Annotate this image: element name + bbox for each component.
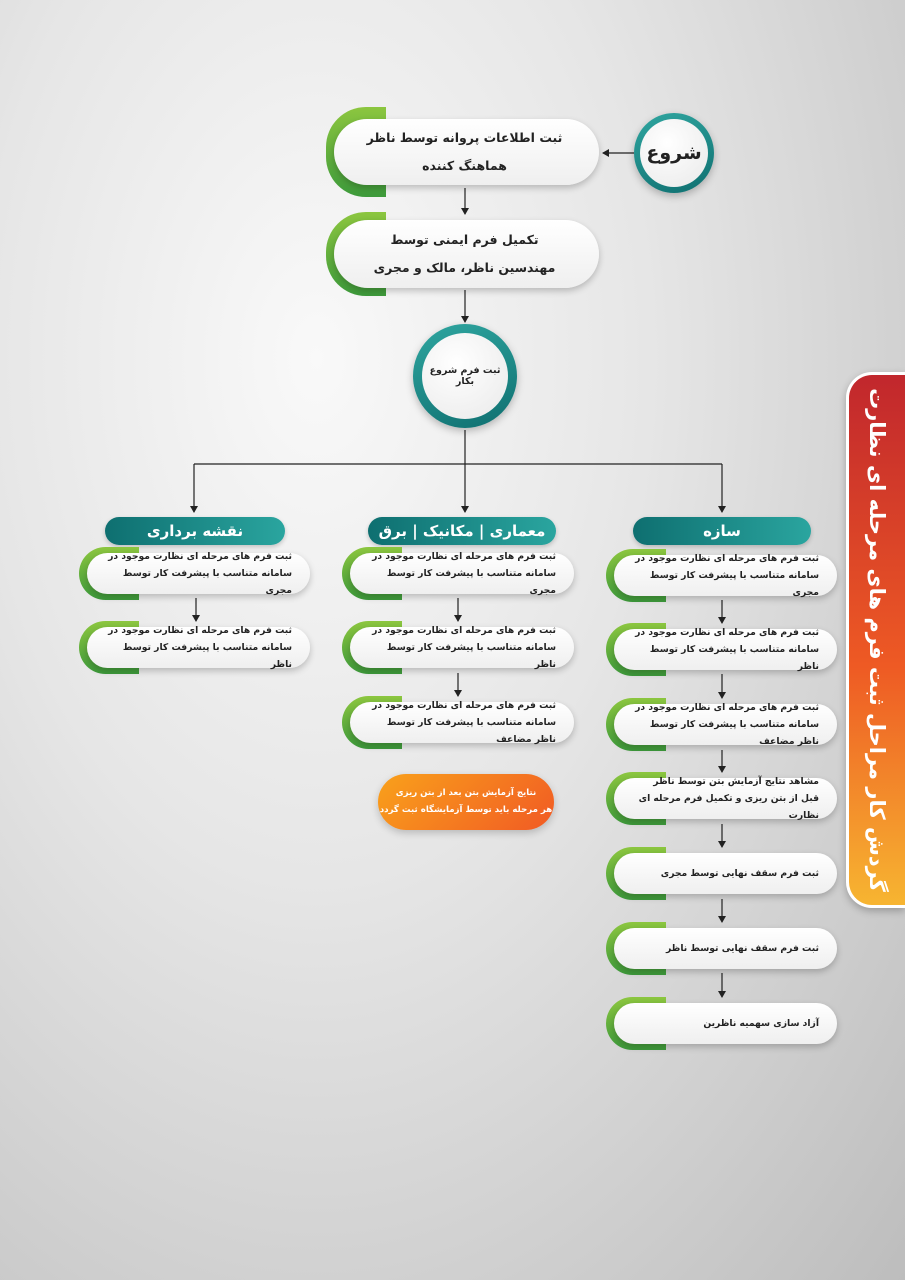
step-text-line2: سامانه متناسب با پیشرفت کار توسط مجری	[386, 568, 556, 596]
architecture-step-1: ثبت فرم های مرحله ای نظارت موجود در ساما…	[342, 547, 574, 600]
step-box: ثبت فرم های مرحله ای نظارت موجود در ساما…	[350, 551, 574, 596]
structure-step-7: آزاد سازی سهمیه ناظرین	[606, 997, 837, 1050]
header-structure: سازه	[633, 517, 811, 545]
start-label: شروع	[640, 119, 708, 187]
structure-step-4: مشاهد نتایج آزمایش بتن توسط ناظر قبل از …	[606, 772, 837, 825]
step-text-line1: تکمیل فرم ایمنی توسط	[390, 232, 539, 247]
step-box: تکمیل فرم ایمنی توسط مهندسین ناظر، مالک …	[334, 220, 599, 288]
mapping-step-2: ثبت فرم های مرحله ای نظارت موجود در ساما…	[79, 621, 310, 674]
step-text-line1: ثبت فرم های مرحله ای نظارت موجود در	[372, 700, 556, 711]
structure-step-2: ثبت فرم های مرحله ای نظارت موجود در ساما…	[606, 623, 837, 676]
step-box: ثبت فرم های مرحله ای نظارت موجود در ساما…	[350, 700, 574, 745]
note-line1: نتایج آزمایش بتن بعد از بتن ریزی	[395, 788, 537, 798]
hub-label: ثبت فرم شروع بکار	[422, 333, 508, 419]
step-box: آزاد سازی سهمیه ناظرین	[614, 1003, 837, 1044]
step-text: آزاد سازی سهمیه ناظرین	[703, 1018, 819, 1029]
step-text: ثبت فرم سقف نهایی توسط مجری	[660, 868, 819, 879]
step-register-permit: ثبت اطلاعات پروانه توسط ناظر هماهنگ کنند…	[326, 107, 599, 197]
architecture-step-2: ثبت فرم های مرحله ای نظارت موجود در ساما…	[342, 621, 574, 674]
step-box: ثبت فرم های مرحله ای نظارت موجود در ساما…	[87, 625, 310, 670]
step-safety-form: تکمیل فرم ایمنی توسط مهندسین ناظر، مالک …	[326, 212, 599, 296]
structure-step-1: ثبت فرم های مرحله ای نظارت موجود در ساما…	[606, 549, 837, 602]
structure-step-6: ثبت فرم سقف نهایی توسط ناظر	[606, 922, 837, 975]
step-box: ثبت فرم های مرحله ای نظارت موجود در ساما…	[614, 627, 837, 672]
step-box: ثبت فرم های مرحله ای نظارت موجود در ساما…	[87, 551, 310, 596]
step-text-line1: ثبت فرم های مرحله ای نظارت موجود در	[108, 625, 292, 636]
side-title-tab: گردش کار مراحل ثبت فرم های مرحله ای نظار…	[846, 372, 905, 908]
step-text-line1: ثبت فرم های مرحله ای نظارت موجود در	[635, 702, 819, 713]
header-mapping: نقشه برداری	[105, 517, 285, 545]
step-text-line2: قبل از بتن ریزی و تکمیل فرم مرحله ای نظا…	[638, 793, 819, 821]
hub-circle: ثبت فرم شروع بکار	[413, 324, 517, 428]
step-box: ثبت فرم سقف نهایی توسط ناظر	[614, 928, 837, 969]
concrete-test-note: نتایج آزمایش بتن بعد از بتن ریزی هر مرحل…	[378, 774, 554, 830]
step-box: ثبت فرم سقف نهایی توسط مجری	[614, 853, 837, 894]
step-text-line2: سامانه متناسب با پیشرفت کار توسط ناظر	[122, 642, 292, 670]
step-box: ثبت فرم های مرحله ای نظارت موجود در ساما…	[614, 553, 837, 598]
step-text-line2: مهندسین ناظر، مالک و مجری	[373, 260, 556, 275]
mapping-step-1: ثبت فرم های مرحله ای نظارت موجود در ساما…	[79, 547, 310, 600]
start-circle: شروع	[634, 113, 714, 193]
architecture-step-3: ثبت فرم های مرحله ای نظارت موجود در ساما…	[342, 696, 574, 749]
header-architecture: معماری | مکانیک | برق	[368, 517, 556, 545]
step-text-line1: مشاهد نتایج آزمایش بتن توسط ناظر	[653, 776, 819, 787]
step-text-line1: ثبت فرم های مرحله ای نظارت موجود در	[635, 553, 819, 564]
structure-step-5: ثبت فرم سقف نهایی توسط مجری	[606, 847, 837, 900]
step-text: ثبت فرم سقف نهایی توسط ناظر	[665, 943, 819, 954]
step-text-line2: سامانه متناسب با پیشرفت کار توسط ناظر مض…	[386, 717, 556, 745]
step-text-line1: ثبت فرم های مرحله ای نظارت موجود در	[108, 551, 292, 562]
step-text-line2: سامانه متناسب با پیشرفت کار توسط ناظر مض…	[649, 719, 819, 747]
step-text-line2: سامانه متناسب با پیشرفت کار توسط ناظر	[649, 644, 819, 672]
step-text-line1: ثبت فرم های مرحله ای نظارت موجود در	[372, 625, 556, 636]
structure-step-3: ثبت فرم های مرحله ای نظارت موجود در ساما…	[606, 698, 837, 751]
note-line2: هر مرحله باید توسط آزمایشگاه ثبت گردد	[379, 805, 553, 815]
step-text-line2: سامانه متناسب با پیشرفت کار توسط ناظر	[386, 642, 556, 670]
step-box: ثبت اطلاعات پروانه توسط ناظر هماهنگ کنند…	[334, 119, 599, 185]
step-text-line1: ثبت فرم های مرحله ای نظارت موجود در	[635, 627, 819, 638]
step-text-line2: سامانه متناسب با پیشرفت کار توسط مجری	[649, 570, 819, 598]
page-title: گردش کار مراحل ثبت فرم های مرحله ای نظار…	[865, 388, 889, 892]
step-box: ثبت فرم های مرحله ای نظارت موجود در ساما…	[350, 625, 574, 670]
step-text-line2: سامانه متناسب با پیشرفت کار توسط مجری	[122, 568, 292, 596]
step-text-line1: ثبت فرم های مرحله ای نظارت موجود در	[372, 551, 556, 562]
step-box: ثبت فرم های مرحله ای نظارت موجود در ساما…	[614, 702, 837, 747]
step-text: ثبت اطلاعات پروانه توسط ناظر هماهنگ کنند…	[366, 130, 563, 173]
step-box: مشاهد نتایج آزمایش بتن توسط ناظر قبل از …	[614, 776, 837, 821]
